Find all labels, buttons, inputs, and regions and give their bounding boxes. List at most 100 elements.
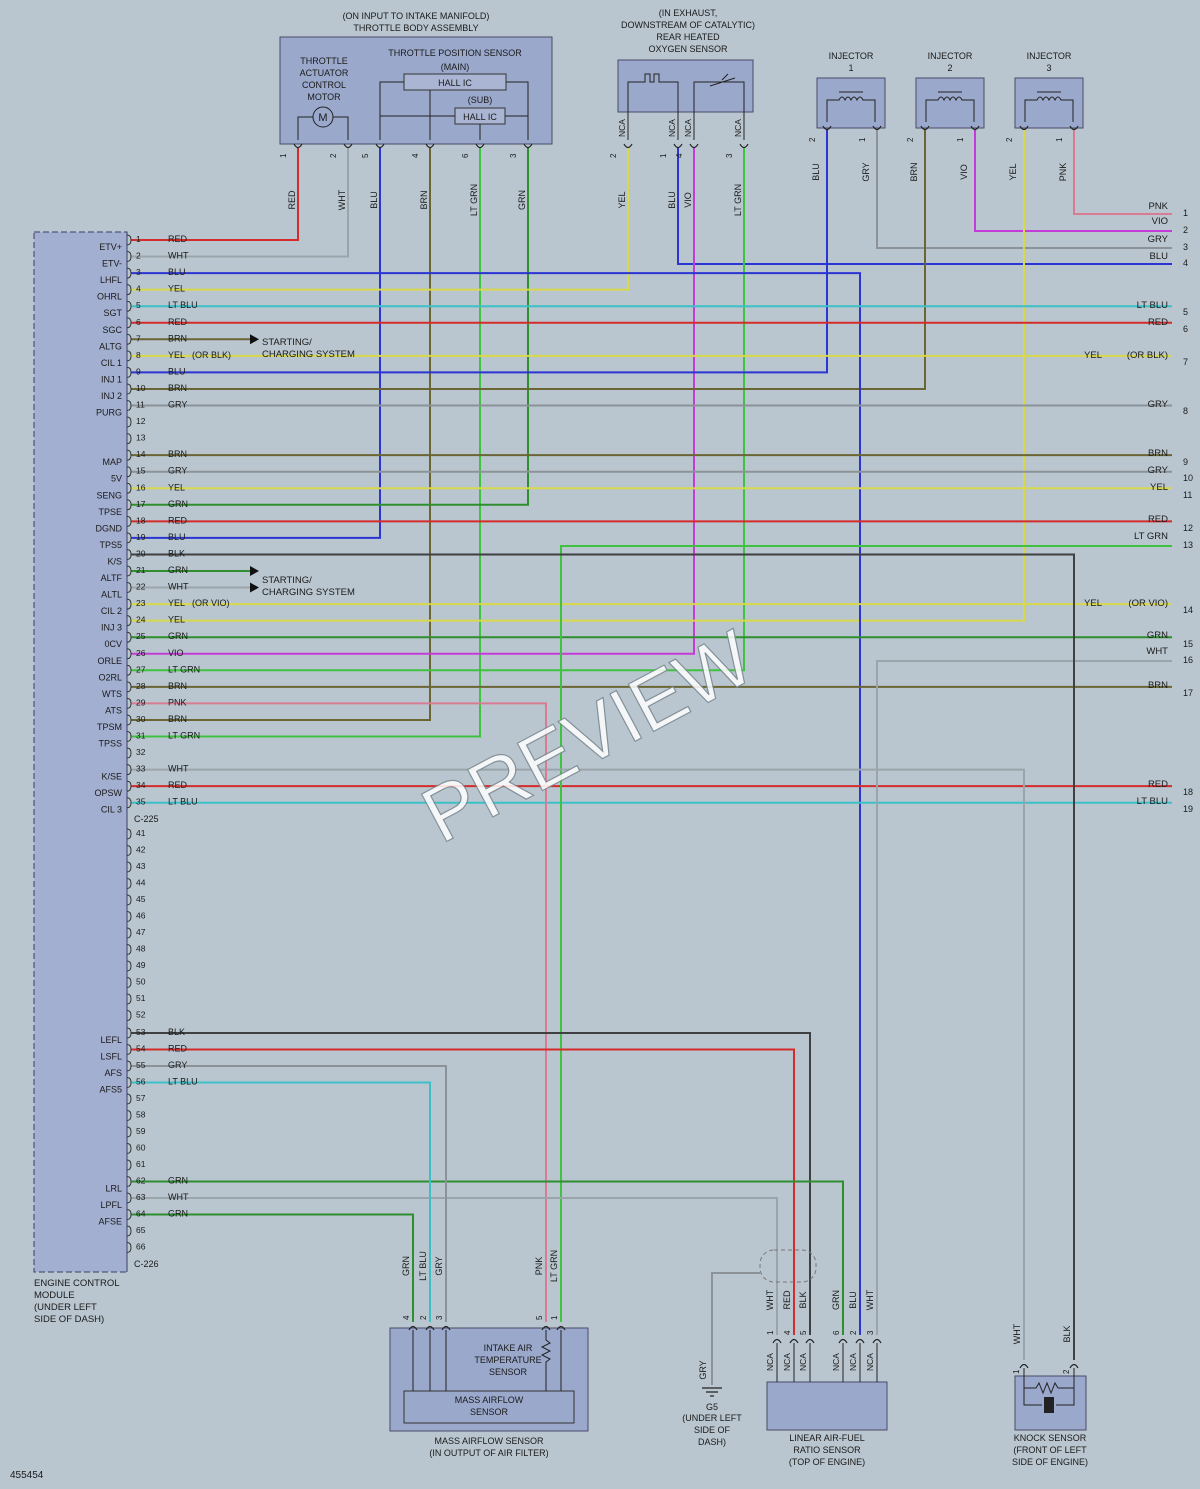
injector-coil-icon <box>925 91 975 122</box>
wire-lpfl <box>131 1197 778 1335</box>
injector-3 <box>1014 77 1084 129</box>
right-connector-color: BLU <box>1150 251 1169 262</box>
ecm-pin-number: 66 <box>136 1242 146 1252</box>
right-connector-number: 7 <box>1183 357 1188 367</box>
wire-etv-plus <box>131 148 299 241</box>
ecm-pin-number: 62 <box>136 1176 146 1186</box>
right-connector-color: LT GRN <box>1134 531 1168 542</box>
knock-label: (FRONT OF LEFT <box>1013 1445 1087 1455</box>
throttle-location: (ON INPUT TO INTAKE MANIFOLD) <box>343 11 490 21</box>
ecm-pin-terminal <box>126 894 132 906</box>
knock-pin-number: 1 <box>1012 1369 1021 1374</box>
maf-pin-number: 5 <box>535 1315 544 1320</box>
ecm-pin-terminal <box>126 977 132 988</box>
afr-label: LINEAR AIR-FUEL <box>789 1433 865 1443</box>
wire-inj3 <box>131 130 1025 622</box>
ecm-pin-color: GRN <box>168 565 188 575</box>
right-connector-color: YEL <box>1084 350 1102 361</box>
maf-pin-terminal <box>441 1325 451 1331</box>
ecm-pin-signal: AFS <box>104 1068 122 1078</box>
wire-maf-ltgrn <box>560 545 1172 1322</box>
ecm-pin-color: GRN <box>168 1209 188 1219</box>
arrow-icon <box>250 582 259 593</box>
ecm-label: ENGINE CONTROL <box>34 1278 120 1289</box>
ecm-pin-terminal <box>126 731 132 742</box>
right-connector-color: GRY <box>1148 234 1169 245</box>
knock-wire-color: WHT <box>1012 1323 1022 1344</box>
ecm-pin-signal: ETV+ <box>99 242 122 252</box>
afr-label: (TOP OF ENGINE) <box>789 1457 865 1467</box>
ecm-pin-color: YEL <box>168 482 185 492</box>
maf-wire-color: GRY <box>434 1256 444 1275</box>
ecm-pin-number: 45 <box>136 894 146 904</box>
ecm-pin-color: WHT <box>168 764 189 774</box>
maf-internal-wiring <box>412 1330 562 1391</box>
injector-pin-number: 2 <box>906 137 915 142</box>
right-connector-color: PNK <box>1148 201 1168 212</box>
throttle-motor-label: MOTOR <box>307 92 341 102</box>
afr-pin-number: 5 <box>799 1330 808 1335</box>
ecm-pin-color: BLU <box>168 532 186 542</box>
ecm-pin-number: 65 <box>136 1225 146 1235</box>
shield-icon <box>759 1249 817 1283</box>
ecm-pin-terminal <box>126 1176 132 1187</box>
ecm-pin-terminal <box>126 383 132 395</box>
ecm-pin-signal: 0CV <box>104 639 122 649</box>
maf-element-label: SENSOR <box>470 1407 509 1417</box>
throttle-pin-number: 4 <box>411 153 420 158</box>
injector-pin-number: 1 <box>1055 137 1064 142</box>
ecm-pin-terminal <box>126 416 132 428</box>
afr-nca: NCA <box>765 1353 775 1371</box>
ecm-pin-number: 26 <box>136 648 146 658</box>
right-connector-number: 17 <box>1183 688 1193 698</box>
injector-wire-color: PNK <box>1058 163 1068 182</box>
ecm-label: (UNDER LEFT <box>34 1302 97 1313</box>
injector-coil-icon <box>826 91 876 122</box>
right-connector-alt-color: (OR BLK) <box>1127 350 1168 361</box>
wire-ground-g5 <box>711 1272 760 1385</box>
injector-number: 1 <box>848 63 853 73</box>
injector-title: INJECTOR <box>829 51 874 61</box>
ecm-pin-signal: TPSM <box>97 722 122 732</box>
throttle-motor-label: THROTTLE <box>300 56 348 66</box>
afr-pin-terminal <box>772 1338 782 1344</box>
ecm-connector-c226: C-226 <box>134 1259 159 1269</box>
ecm-pin-terminal <box>126 1126 132 1138</box>
ecm-pin-signal: ORLE <box>97 656 122 666</box>
ecm-pin-number: 59 <box>136 1126 146 1136</box>
throttle-internal-wiring <box>297 81 529 140</box>
ecm-pin-color: BRN <box>168 681 187 691</box>
throttle-pin-number: 6 <box>461 153 470 158</box>
o2-pin-terminal <box>689 143 699 149</box>
maf-element-label: MASS AIRFLOW <box>455 1395 524 1405</box>
right-connector-color: BRN <box>1148 680 1168 691</box>
ecm-pin-terminal <box>126 449 132 461</box>
ecm-pin-signal: SGC <box>102 325 122 335</box>
afr-pin-number: 1 <box>766 1330 775 1335</box>
o2-wire-color: YEL <box>617 191 627 208</box>
ecm-pin-signal: 5V <box>111 474 122 484</box>
throttle-pin-terminal <box>293 143 303 149</box>
ecm-pin-color: BLK <box>168 548 185 558</box>
starting-charging-label-2: CHARGING SYSTEM <box>262 587 355 598</box>
ecm-pin-color: LT GRN <box>168 731 200 741</box>
ecm-connector-c225: C-225 <box>134 814 159 824</box>
starting-charging-label-2: STARTING/ <box>262 575 312 586</box>
throttle-motor-label: CONTROL <box>302 80 346 90</box>
injector-number: 2 <box>947 63 952 73</box>
ecm-pin-color: GRN <box>168 499 188 509</box>
ecm-pin-number: 24 <box>136 615 146 625</box>
iat-label: TEMPERATURE <box>474 1355 541 1365</box>
right-connector-number: 4 <box>1183 258 1188 268</box>
ecm-pin-number: 57 <box>136 1093 146 1103</box>
afr-wire-color: GRN <box>831 1290 841 1310</box>
ecm-pin-signal: TPSE <box>98 507 122 517</box>
ecm-pin-terminal <box>126 1044 132 1055</box>
ecm-pin-color: WHT <box>168 251 189 261</box>
ecm-pin-number: 14 <box>136 449 146 459</box>
o2-name: REAR HEATED <box>656 32 720 42</box>
knock-internal-wiring <box>1023 1368 1075 1406</box>
ecm-pin-color: GRY <box>168 1060 187 1070</box>
wire-lhfl <box>131 272 861 1335</box>
ecm-pin-terminal <box>126 598 132 610</box>
